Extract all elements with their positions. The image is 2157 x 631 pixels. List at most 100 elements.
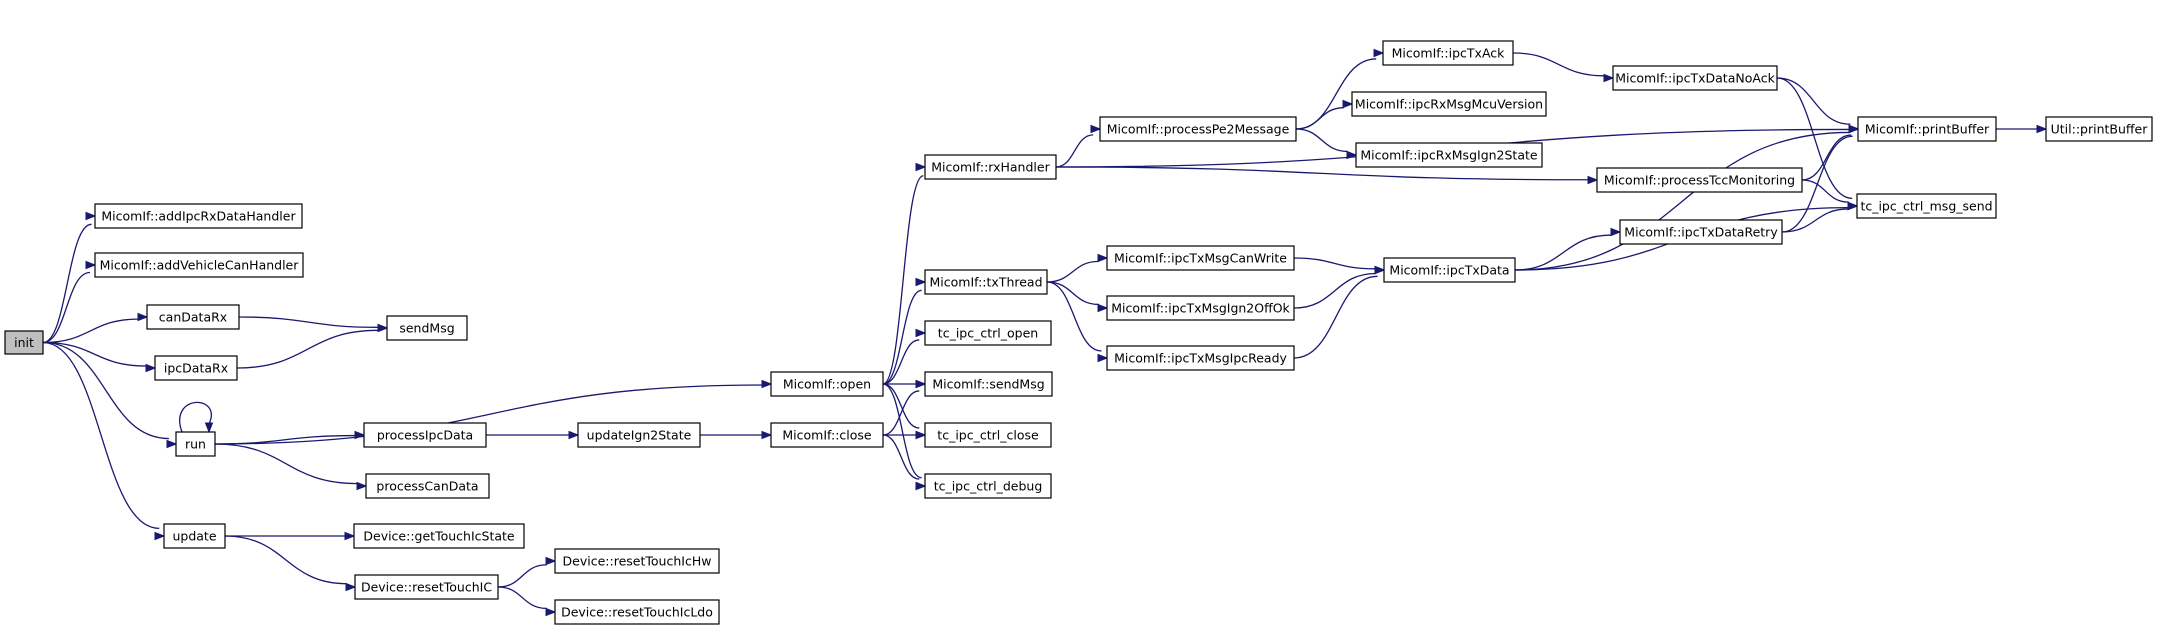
- edge-arrowhead: [545, 607, 557, 617]
- node-rxIgn2[interactable]: MicomIf::ipcRxMsgIgn2State: [1355, 142, 1543, 168]
- edge-open-to-rxHandler: [882, 162, 927, 385]
- edge-arrowhead: [568, 430, 580, 440]
- edge-init-to-run: [42, 341, 178, 449]
- node-label: Device::resetTouchIC: [361, 580, 492, 595]
- node-processCanData[interactable]: processCanData: [365, 473, 490, 499]
- node-label: MicomIf::rxHandler: [931, 160, 1050, 175]
- node-txIgn2Off[interactable]: MicomIf::ipcTxMsgIgn2OffOk: [1106, 295, 1295, 321]
- node-txNoAck[interactable]: MicomIf::ipcTxDataNoAck: [1612, 65, 1778, 91]
- edge-txThread-to-txIpcReady: [1046, 281, 1109, 363]
- node-txIpcReady[interactable]: MicomIf::ipcTxMsgIpcReady: [1106, 345, 1295, 371]
- node-procTcc[interactable]: MicomIf::processTccMonitoring: [1596, 167, 1803, 193]
- edge-rxHandler-to-procTcc: [1055, 166, 1599, 185]
- node-label: MicomIf::ipcTxData: [1389, 263, 1509, 278]
- node-box: [1856, 193, 1997, 219]
- node-txRetry[interactable]: MicomIf::ipcTxDataRetry: [1619, 219, 1783, 245]
- node-resetTouch[interactable]: Device::resetTouchIC: [354, 574, 499, 600]
- edge-line: [1514, 131, 1850, 271]
- edge-line: [1046, 260, 1099, 283]
- edge-run-to-processIpcData: [214, 430, 366, 445]
- edge-open-to-ctrlOpen: [882, 328, 927, 385]
- edge-line: [1055, 134, 1094, 168]
- node-ipcTxData[interactable]: MicomIf::ipcTxData: [1383, 257, 1516, 283]
- edge-txRetry-to-msgSend: [1781, 201, 1859, 233]
- edge-arrowhead: [154, 531, 166, 541]
- edge-line: [1295, 128, 1348, 153]
- edge-txIgn2Off-to-ipcTxData: [1293, 265, 1386, 309]
- node-addVeh[interactable]: MicomIf::addVehicleCanHandler: [94, 252, 304, 278]
- edge-arrowhead: [1090, 124, 1102, 134]
- node-ctrlOpen[interactable]: tc_ipc_ctrl_open: [924, 320, 1052, 346]
- node-rxHandler[interactable]: MicomIf::rxHandler: [924, 154, 1057, 180]
- node-box: [924, 320, 1052, 346]
- edge-arrowhead: [137, 312, 149, 322]
- node-txThread[interactable]: MicomIf::txThread: [924, 269, 1048, 295]
- edge-line: [1514, 234, 1612, 271]
- node-txCanWrite[interactable]: MicomIf::ipcTxMsgCanWrite: [1106, 245, 1295, 271]
- node-label: MicomIf::ipcRxMsgMcuVersion: [1355, 97, 1543, 112]
- edge-txIpcReady-to-ipcTxData: [1293, 265, 1386, 359]
- node-sendMsg[interactable]: sendMsg: [386, 315, 468, 341]
- node-box: [4, 330, 44, 355]
- node-box: [1596, 167, 1803, 193]
- edge-resetTouch-to-resetHw: [497, 556, 557, 588]
- edge-init-to-ipcDataRx: [42, 341, 157, 373]
- node-label: MicomIf::processPe2Message: [1107, 122, 1290, 137]
- node-label: tc_ipc_ctrl_open: [938, 326, 1038, 341]
- edge-arrowhead: [915, 481, 927, 491]
- node-label: MicomIf::ipcTxDataRetry: [1624, 225, 1778, 240]
- node-addIpc[interactable]: MicomIf::addIpcRxDataHandler: [94, 203, 303, 229]
- node-update[interactable]: update: [163, 523, 226, 549]
- node-init[interactable]: init: [4, 330, 44, 355]
- node-msgSend[interactable]: tc_ipc_ctrl_msg_send: [1856, 193, 1997, 219]
- edge-close-to-mSendMsg: [882, 379, 927, 436]
- node-box: [554, 599, 720, 625]
- edge-arrowhead: [1848, 124, 1860, 134]
- node-label: MicomIf::ipcTxMsgCanWrite: [1114, 251, 1287, 266]
- node-resetLdo[interactable]: Device::resetTouchIcLdo: [554, 599, 720, 625]
- node-box: [353, 523, 525, 549]
- node-resetHw[interactable]: Device::resetTouchIcHw: [554, 548, 720, 574]
- node-getTouch[interactable]: Device::getTouchIcState: [353, 523, 525, 549]
- node-box: [146, 304, 240, 330]
- node-processIpcData[interactable]: processIpcData: [363, 422, 487, 448]
- node-rxMcuVer[interactable]: MicomIf::ipcRxMsgMcuVersion: [1351, 91, 1547, 117]
- node-ctrlClose[interactable]: tc_ipc_ctrl_close: [924, 422, 1052, 448]
- node-utilPrint[interactable]: Util::printBuffer: [2045, 116, 2153, 142]
- node-box: [1106, 245, 1295, 271]
- node-label: MicomIf::ipcTxMsgIpcReady: [1114, 351, 1287, 366]
- edge-line: [497, 564, 547, 588]
- edge-rxHandler-to-processPe2: [1055, 124, 1102, 168]
- node-ctrlDebug[interactable]: tc_ipc_ctrl_debug: [924, 473, 1052, 499]
- node-box: [1383, 257, 1516, 283]
- edge-updateIgn2State-to-close: [700, 430, 773, 440]
- node-ipcDataRx[interactable]: ipcDataRx: [154, 355, 238, 381]
- edge-line: [1293, 275, 1378, 359]
- node-label: Device::getTouchIcState: [363, 529, 515, 544]
- node-canDataRx[interactable]: canDataRx: [146, 304, 240, 330]
- node-box: [386, 315, 468, 341]
- node-box: [1351, 91, 1547, 117]
- node-box: [365, 473, 490, 499]
- node-box: [1857, 116, 1997, 142]
- edge-arrowhead: [1610, 227, 1622, 237]
- node-printBuffer[interactable]: MicomIf::printBuffer: [1857, 116, 1997, 142]
- edge-txCanWrite-to-ipcTxData: [1293, 257, 1386, 275]
- node-label: Util::printBuffer: [2051, 122, 2149, 137]
- edge-ipcTxAck-to-txNoAck: [1512, 52, 1615, 83]
- edge-line: [179, 401, 212, 433]
- edge-line: [42, 318, 139, 344]
- edge-line: [1801, 134, 1852, 181]
- node-close[interactable]: MicomIf::close: [770, 422, 884, 448]
- node-box: [924, 473, 1052, 499]
- edge-printBuffer-to-utilPrint: [1995, 124, 2048, 134]
- node-mSendMsg[interactable]: MicomIf::sendMsg: [924, 371, 1053, 397]
- node-processPe2[interactable]: MicomIf::processPe2Message: [1099, 116, 1297, 142]
- edge-processPe2-to-rxIgn2: [1295, 128, 1358, 160]
- edge-line: [1776, 77, 1853, 200]
- node-run[interactable]: run: [175, 431, 216, 457]
- edge-line: [1781, 135, 1853, 233]
- node-open[interactable]: MicomIf::open: [770, 371, 884, 397]
- node-ipcTxAck[interactable]: MicomIf::ipcTxAck: [1382, 40, 1514, 66]
- node-updateIgn2State[interactable]: updateIgn2State: [577, 422, 701, 448]
